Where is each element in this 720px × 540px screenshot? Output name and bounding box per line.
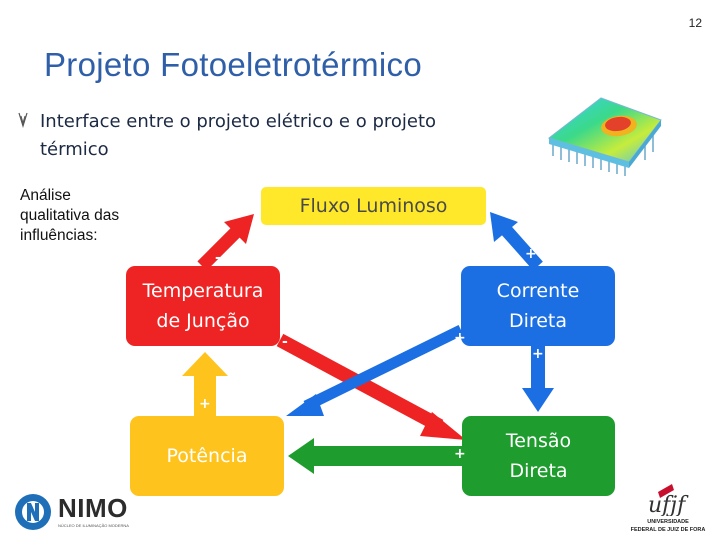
slide-title: Projeto Fotoeletrotérmico [44,46,422,83]
nimo-logo: NIMO NÚCLEO DE ILUMINAÇÃO MODERNA [14,493,139,533]
sign-corr-to-fluxo: + [525,246,537,262]
node-temp-label-2: de Junção [156,310,250,332]
ufjf-logo-icon: ufjf [648,484,689,516]
arrow-tens-to-pot [288,438,462,474]
node-tens-label-2: Direta [509,460,568,482]
bullet-arrow-icon [18,112,28,129]
nimo-logo-text: NIMO [58,493,128,523]
arrow-corr-to-potencia [286,325,464,416]
side-note-line-1: Análise [20,187,71,204]
node-corrente-direta: Corrente Direta [461,266,615,346]
sign-tens-to-pot: + [454,446,466,462]
node-corr-label-2: Direta [508,310,568,332]
node-temperatura-juncao: Temperatura de Junção [126,266,280,346]
influence-diagram: Fluxo Luminoso Temperatura de Junção Cor… [120,180,620,500]
node-tensao-direta: Tensão Direta [462,416,615,496]
bullet-text: Interface entre o projeto elétrico e o p… [40,111,437,160]
page-number: 12 [688,16,702,30]
node-temp-label-1: Temperatura [142,280,264,302]
sign-corr-to-tens: + [532,346,544,362]
arrow-temp-to-tensao [276,333,466,440]
sign-pot-to-temp: + [199,396,211,412]
heatsink-thermal-image [547,97,662,176]
ufjf-logo: ufjf UNIVERSIDADE FEDERAL DE JUIZ DE FOR… [622,482,714,537]
node-corr-label-1: Corrente [496,280,580,302]
arrow-pot-to-temp [182,352,228,416]
side-note: Análise qualitativa das influências: [20,186,119,246]
sign-temp-to-fluxo: - [215,250,221,266]
nimo-logo-icon [15,494,51,530]
sign-temp-to-corr: - [282,334,288,350]
node-fluxo-label: Fluxo Luminoso [299,195,448,217]
side-note-line-2: qualitativa das [20,207,120,224]
arrow-corr-to-tensao [522,346,554,412]
side-note-line-3: influências: [20,227,98,244]
arrow-temp-to-fluxo [197,214,254,271]
node-fluxo-luminoso: Fluxo Luminoso [261,187,486,225]
node-pot-label: Potência [166,445,248,467]
sign-corr-to-temp: + [454,330,466,346]
bullet-item: Interface entre o projeto elétrico e o p… [18,108,440,164]
nimo-logo-subtitle: NÚCLEO DE ILUMINAÇÃO MODERNA [58,523,129,528]
node-tens-label-1: Tensão [505,430,572,452]
ufjf-line-1: UNIVERSIDADE [647,519,689,525]
arrow-corr-to-fluxo [490,212,543,271]
node-potencia: Potência [130,416,284,496]
diagram-arrows [182,212,554,474]
svg-text:ufjf: ufjf [648,493,689,516]
ufjf-line-2: FEDERAL DE JUIZ DE FORA [630,527,706,533]
